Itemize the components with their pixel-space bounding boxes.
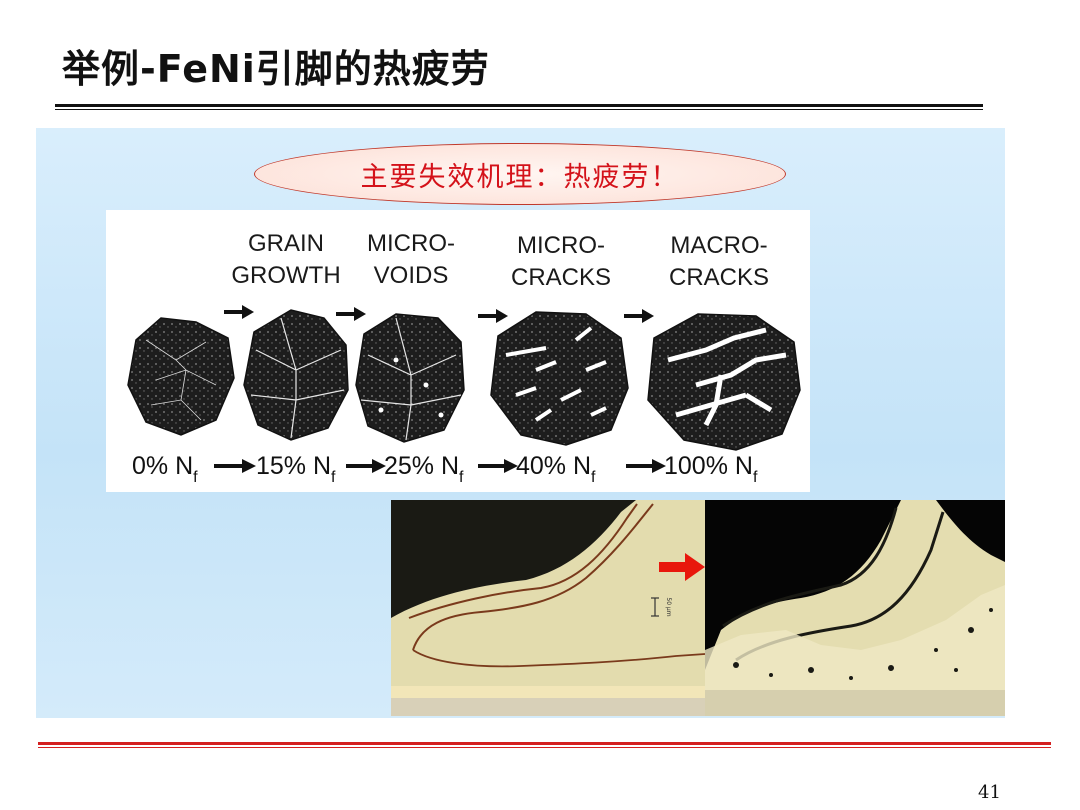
arrow-icon bbox=[336, 307, 366, 321]
grain-cluster-1 bbox=[243, 309, 349, 441]
stage-label-line: VOIDS bbox=[373, 262, 449, 289]
callout-text: 主要失效机理：热疲劳！ bbox=[360, 161, 680, 193]
stage-label-line: CRACKS bbox=[668, 264, 770, 291]
grain-cluster-0 bbox=[127, 317, 235, 436]
micrograph-after bbox=[705, 500, 1005, 716]
arrow-icon bbox=[478, 309, 508, 323]
cycle-label-0: 0% Nf bbox=[132, 452, 198, 486]
micrograph-comparison: 50 μm bbox=[391, 500, 1005, 716]
grain-cluster-4 bbox=[647, 313, 801, 451]
cycle-label-2: 25% Nf bbox=[384, 452, 464, 486]
micrograph-before: 50 μm bbox=[391, 500, 706, 716]
title-divider bbox=[55, 104, 983, 107]
callout-oval bbox=[254, 143, 786, 205]
arrow-icon bbox=[624, 309, 654, 323]
scale-bar-label: 50 μm bbox=[665, 597, 672, 616]
stage-label-line: GROWTH bbox=[231, 262, 341, 289]
title-divider-thin bbox=[55, 109, 983, 110]
stage-label-grain-growth: GRAIN GROWTH bbox=[211, 228, 361, 292]
red-arrow-icon bbox=[659, 553, 705, 581]
grain-cluster-3 bbox=[490, 311, 629, 446]
cycle-label-4: 100% Nf bbox=[664, 452, 758, 486]
footer-divider-thin bbox=[38, 747, 1051, 748]
grain-illustrations bbox=[127, 305, 801, 451]
grain-cluster-2 bbox=[355, 313, 465, 443]
stage-label-micro-cracks: MICRO- CRACKS bbox=[486, 230, 636, 294]
stage-label-line: CRACKS bbox=[510, 264, 612, 291]
stage-label-line: MICRO- bbox=[517, 232, 605, 259]
stage-label-line: GRAIN bbox=[247, 230, 324, 257]
cycle-label-1: 15% Nf bbox=[256, 452, 336, 486]
stage-label-micro-voids: MICRO- VOIDS bbox=[336, 228, 486, 292]
stage-label-macro-cracks: MACRO- CRACKS bbox=[644, 230, 794, 294]
footer-divider bbox=[38, 742, 1051, 745]
stage-label-line: MICRO- bbox=[367, 230, 455, 257]
fatigue-stages-diagram: GRAIN GROWTH MICRO- VOIDS MICRO- CRACKS … bbox=[106, 210, 810, 492]
arrow-icon bbox=[224, 305, 254, 319]
slide-title: 举例-FeNi引脚的热疲劳 bbox=[62, 47, 490, 91]
stage-label-line: MACRO- bbox=[670, 232, 768, 259]
cycle-label-3: 40% Nf bbox=[516, 452, 596, 486]
page-number: 41 bbox=[978, 782, 1001, 803]
